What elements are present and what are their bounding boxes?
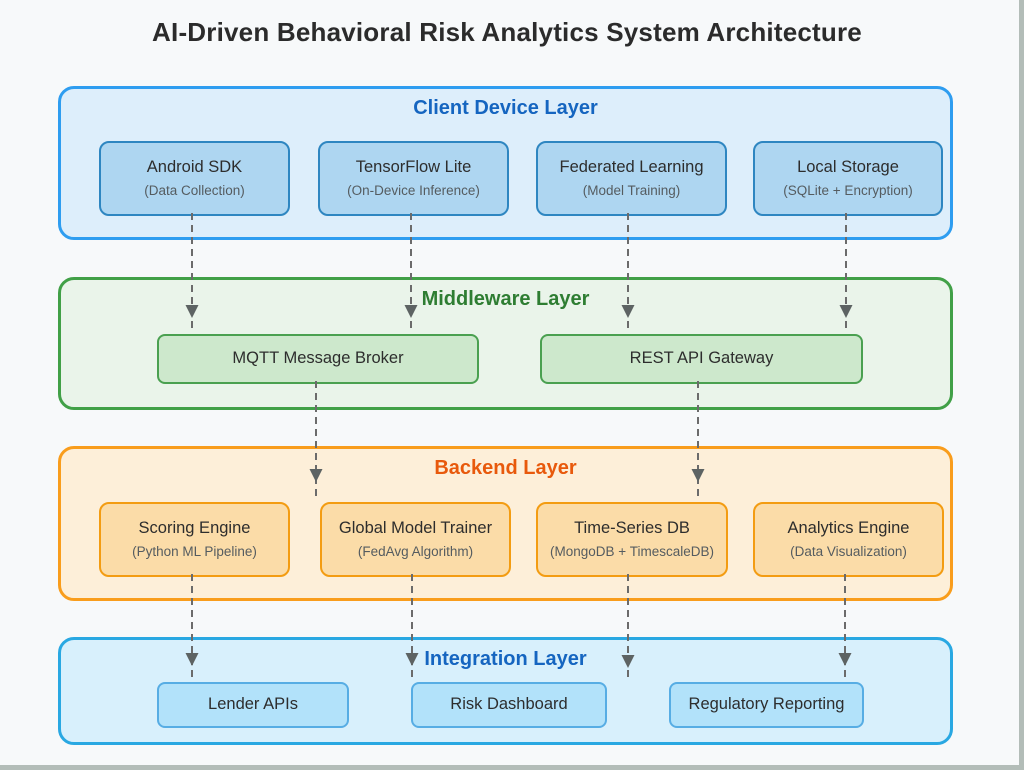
node-sublabel: (Data Visualization): [790, 544, 907, 560]
layer-client-device: Client Device Layer Android SDK (Data Co…: [58, 86, 953, 240]
node-sublabel: (SQLite + Encryption): [783, 183, 913, 199]
layer-middleware: Middleware Layer MQTT Message Broker RES…: [58, 277, 953, 410]
node-label: Local Storage: [797, 157, 899, 176]
node-tensorflow-lite: TensorFlow Lite (On-Device Inference): [318, 141, 509, 216]
window-edge-right: [1019, 0, 1024, 770]
node-sublabel: (Data Collection): [144, 183, 245, 199]
node-sublabel: (Python ML Pipeline): [132, 544, 257, 560]
node-label: Risk Dashboard: [450, 695, 568, 714]
node-mqtt-message-broker: MQTT Message Broker: [157, 334, 479, 384]
layer-backend: Backend Layer Scoring Engine (Python ML …: [58, 446, 953, 601]
node-label: MQTT Message Broker: [232, 349, 404, 368]
node-scoring-engine: Scoring Engine (Python ML Pipeline): [99, 502, 290, 577]
node-label: Time-Series DB: [574, 518, 690, 537]
node-analytics-engine: Analytics Engine (Data Visualization): [753, 502, 944, 577]
node-risk-dashboard: Risk Dashboard: [411, 682, 607, 728]
node-label: Regulatory Reporting: [688, 695, 845, 714]
node-regulatory-reporting: Regulatory Reporting: [669, 682, 864, 728]
node-label: Global Model Trainer: [338, 518, 493, 537]
node-label: Analytics Engine: [787, 518, 910, 537]
layer-integration-title: Integration Layer: [424, 648, 587, 670]
node-local-storage: Local Storage (SQLite + Encryption): [753, 141, 943, 216]
node-label: REST API Gateway: [629, 349, 774, 368]
node-sublabel: (Model Training): [582, 183, 681, 199]
layer-integration: Integration Layer Lender APIs Risk Dashb…: [58, 637, 953, 745]
node-sublabel: (MongoDB + TimescaleDB): [550, 544, 714, 560]
layer-middleware-title: Middleware Layer: [421, 288, 590, 310]
node-federated-learning: Federated Learning (Model Training): [536, 141, 727, 216]
node-time-series-db: Time-Series DB (MongoDB + TimescaleDB): [536, 502, 728, 577]
node-label: Federated Learning: [559, 157, 704, 176]
layer-client-device-title: Client Device Layer: [413, 97, 598, 119]
node-label: Lender APIs: [208, 695, 298, 714]
layer-backend-title: Backend Layer: [434, 457, 577, 479]
node-lender-apis: Lender APIs: [157, 682, 349, 728]
node-rest-api-gateway: REST API Gateway: [540, 334, 863, 384]
page-title: AI-Driven Behavioral Risk Analytics Syst…: [152, 17, 862, 47]
node-label: TensorFlow Lite: [355, 157, 472, 176]
node-sublabel: (On-Device Inference): [347, 183, 480, 199]
node-label: Android SDK: [146, 157, 243, 176]
node-android-sdk: Android SDK (Data Collection): [99, 141, 290, 216]
node-global-model-trainer: Global Model Trainer (FedAvg Algorithm): [320, 502, 511, 577]
window-edge-bottom: [0, 765, 1024, 770]
node-sublabel: (FedAvg Algorithm): [357, 544, 474, 560]
node-label: Scoring Engine: [138, 518, 251, 537]
